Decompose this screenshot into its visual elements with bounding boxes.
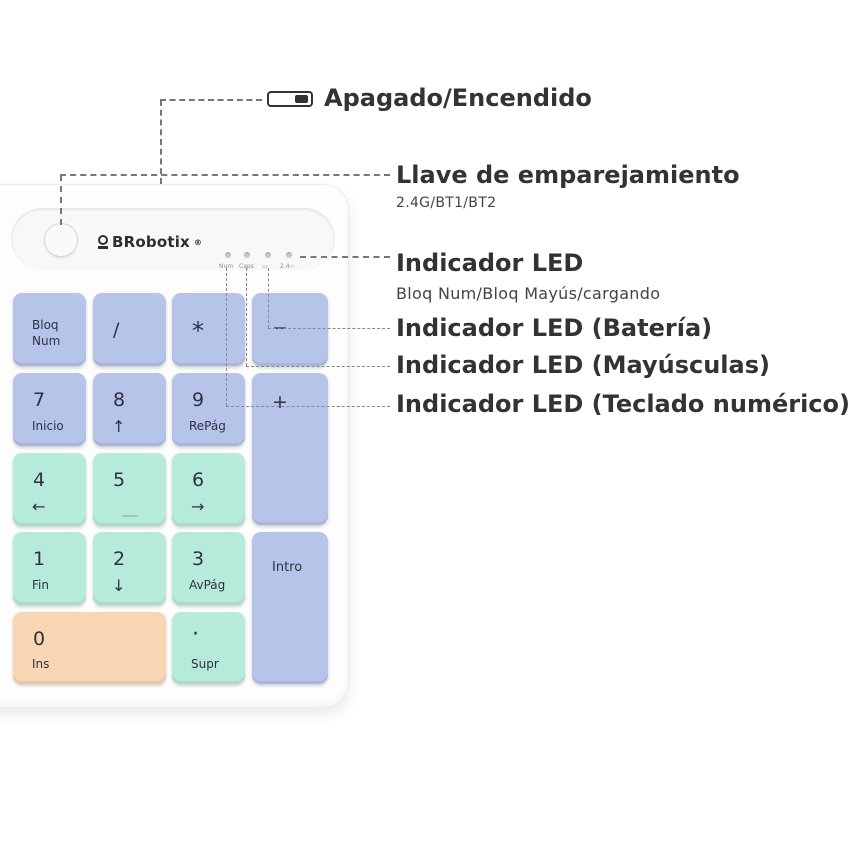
led-label-battery: ▭ <box>262 263 268 270</box>
callout-pairing-subtitle: 2.4G/BT1/BT2 <box>396 195 497 211</box>
key-9[interactable]: 9 RePág <box>172 373 245 446</box>
caps-callout-line-v <box>246 268 247 366</box>
key-decimal-sub: Supr <box>191 657 219 671</box>
led-label-num: Num <box>219 263 234 270</box>
key-9-main: 9 <box>192 389 205 411</box>
key-5[interactable]: 5 <box>93 453 166 526</box>
numlock-callout-line-h <box>226 406 390 407</box>
key-5-main: 5 <box>113 469 126 491</box>
callout-pairing-title: Llave de emparejamiento <box>396 161 740 189</box>
callout-caps-title: Indicador LED (Mayúsculas) <box>396 351 770 379</box>
key-decimal-main: · <box>192 622 199 647</box>
power-callout-line-v <box>160 100 162 184</box>
key-3[interactable]: 3 AvPág <box>172 532 245 605</box>
key-decimal[interactable]: · Supr <box>172 612 245 684</box>
key-1-main: 1 <box>33 548 46 570</box>
callout-power-title: Apagado/Encendido <box>324 84 592 112</box>
key-7-main: 7 <box>33 389 46 411</box>
key-2-main: 2 <box>113 548 126 570</box>
battery-callout-line-h <box>268 328 390 329</box>
key-6[interactable]: 6 → <box>172 453 245 526</box>
numlock-callout-line-v <box>226 268 227 406</box>
key-1-sub: Fin <box>32 578 49 592</box>
key-multiply[interactable]: * <box>172 293 245 366</box>
brand-logo: BRobotix® <box>98 233 202 251</box>
key-enter-label: Intro <box>272 560 303 575</box>
key-enter[interactable]: Intro <box>252 532 328 684</box>
key-6-main: 6 <box>192 469 205 491</box>
callout-battery-title: Indicador LED (Batería) <box>396 314 713 342</box>
led-battery-icon <box>265 252 271 258</box>
pairing-callout-line-v <box>60 175 62 225</box>
arrow-down-icon: ↓ <box>112 576 126 595</box>
key-minus[interactable]: − <box>252 293 328 366</box>
callout-numlock-title: Indicador LED (Teclado numérico) <box>396 390 850 418</box>
key-0-sub: Ins <box>32 657 50 671</box>
pairing-key-button[interactable] <box>45 224 77 256</box>
led-connection-icon <box>286 252 292 258</box>
brand-logo-icon <box>98 235 108 249</box>
key-0-main: 0 <box>33 628 46 650</box>
arrow-right-icon: → <box>191 497 205 516</box>
key-divide-label: / <box>113 319 120 341</box>
key-9-sub: RePág <box>189 419 226 433</box>
key-4[interactable]: 4 ← <box>13 453 86 526</box>
pairing-callout-line-h <box>60 174 390 176</box>
key-8[interactable]: 8 ↑ <box>93 373 166 446</box>
power-callout-line-h <box>160 99 262 101</box>
brand-mark: ® <box>193 237 203 247</box>
led-label-connection: 2.4~ <box>280 263 295 270</box>
led-numlock-icon <box>225 252 231 258</box>
caps-callout-line-h <box>246 366 390 367</box>
key-2[interactable]: 2 ↓ <box>93 532 166 605</box>
key-3-sub: AvPág <box>189 578 226 592</box>
key-4-main: 4 <box>33 469 46 491</box>
led-callout-line <box>300 256 390 258</box>
arrow-up-icon: ↑ <box>112 417 126 436</box>
callout-led-title: Indicador LED <box>396 249 584 277</box>
power-switch-icon <box>267 91 313 107</box>
battery-callout-line-v <box>268 268 269 328</box>
key-5-bump <box>122 515 138 517</box>
callout-led-subtitle: Bloq Num/Bloq Mayús/cargando <box>396 284 661 303</box>
key-7-sub: Inicio <box>32 419 64 433</box>
key-0[interactable]: 0 Ins <box>13 612 166 684</box>
key-plus-label: + <box>272 391 288 413</box>
led-label-caps: Caps <box>239 263 254 270</box>
led-caps-icon <box>244 252 250 258</box>
key-multiply-label: * <box>192 317 204 345</box>
arrow-left-icon: ← <box>32 497 46 516</box>
key-3-main: 3 <box>192 548 205 570</box>
key-plus[interactable]: + <box>252 373 328 525</box>
key-divide[interactable]: / <box>93 293 166 366</box>
key-7[interactable]: 7 Inicio <box>13 373 86 446</box>
key-8-main: 8 <box>113 389 126 411</box>
brand-name: BRobotix <box>112 233 190 251</box>
key-1[interactable]: 1 Fin <box>13 532 86 605</box>
